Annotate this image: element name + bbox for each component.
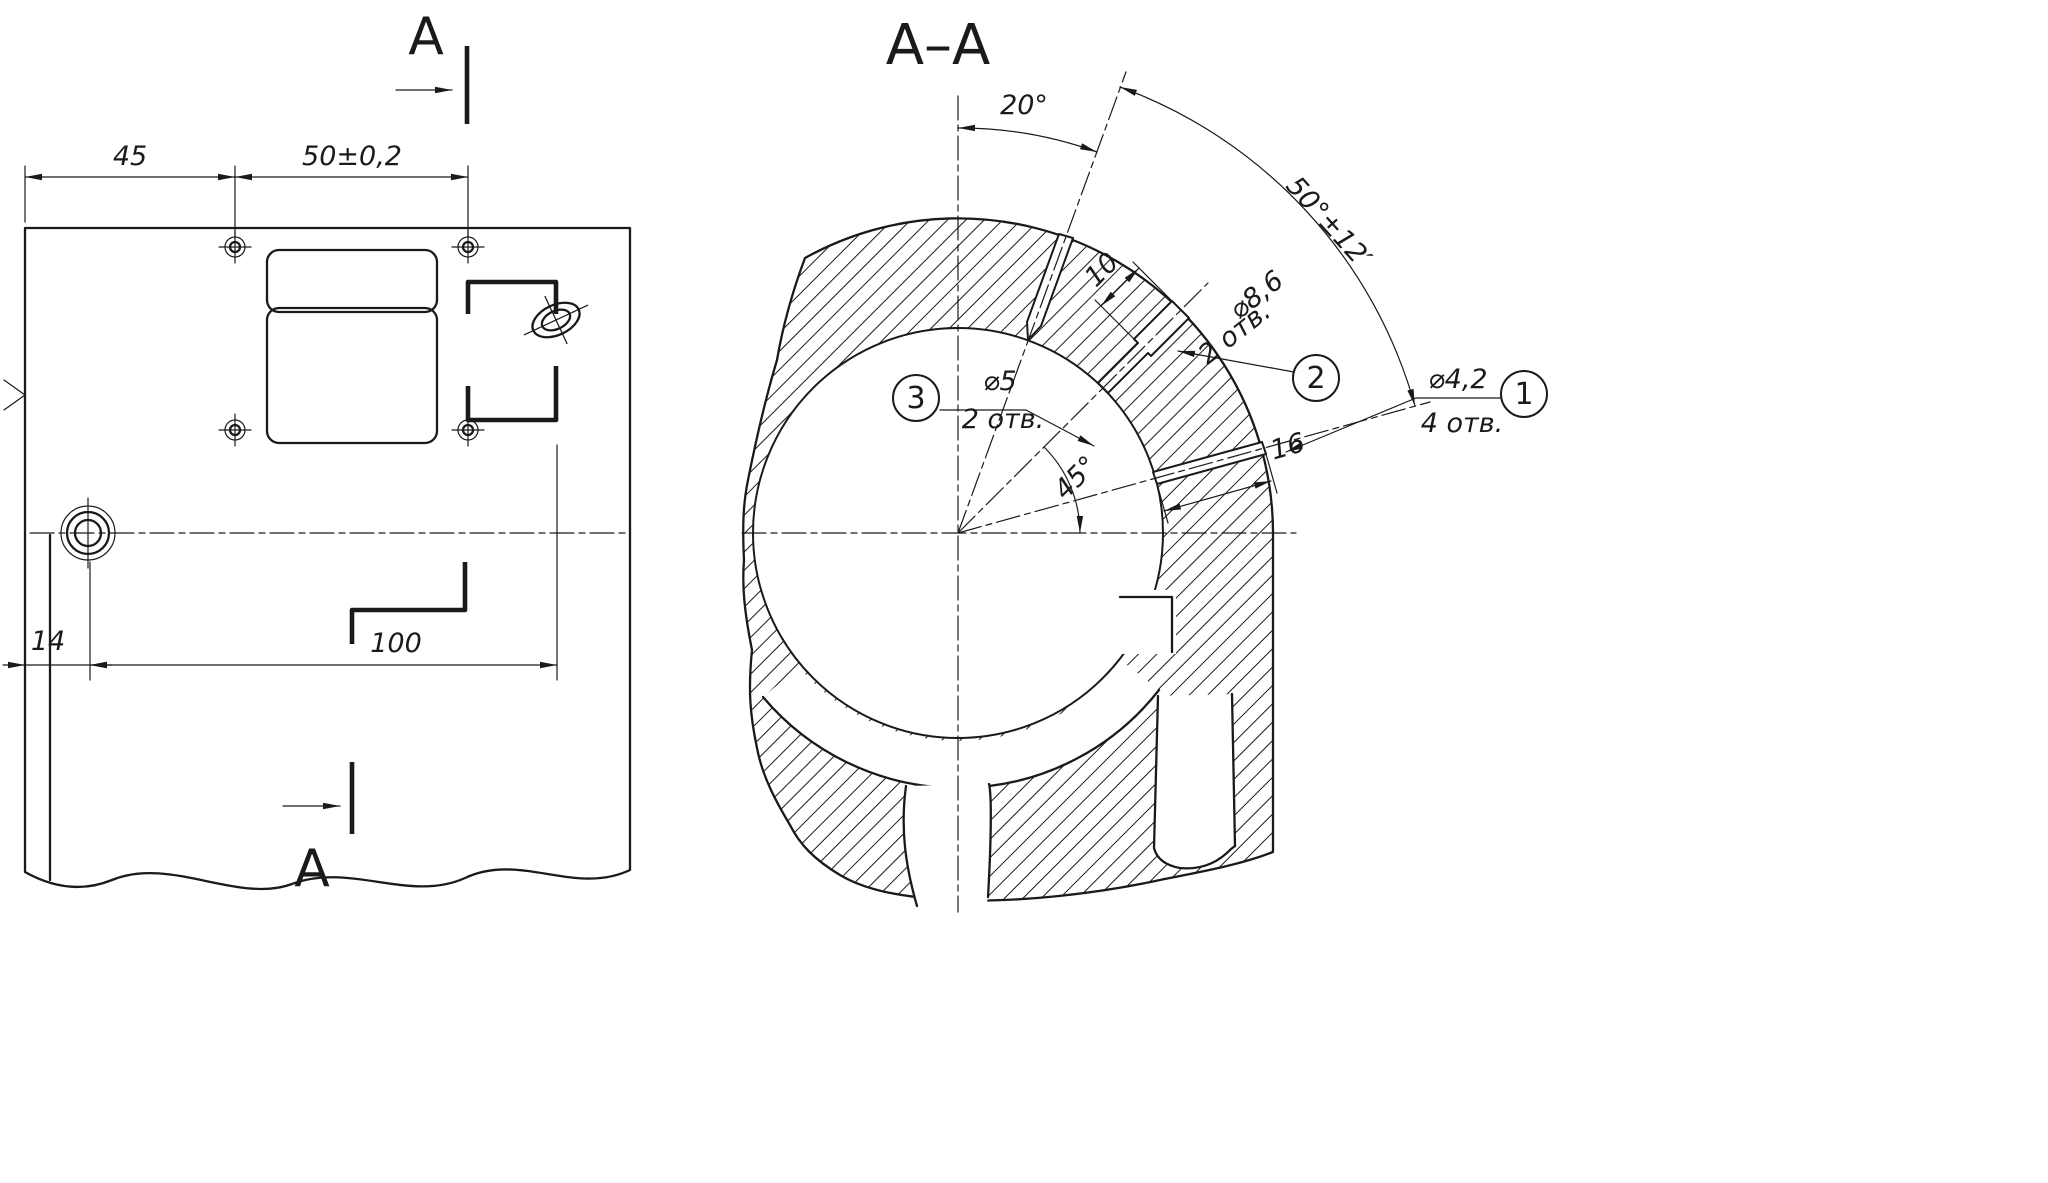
part-outline	[23, 226, 632, 891]
balloon-2-number: 2	[1306, 361, 1325, 396]
qty-5-text: 2 отв.	[962, 404, 1045, 435]
callout-hole-4-2: ⌀4,2 4 отв. 1	[1285, 364, 1548, 453]
section-title: A–A	[886, 13, 991, 78]
top-dimensions: 45 50±0,2	[24, 141, 469, 239]
balloon-3	[892, 374, 940, 422]
balloon-2	[1292, 354, 1340, 402]
balloon-3-number: 3	[906, 381, 925, 416]
section-view: A–A	[741, 13, 1548, 915]
left-view: A A 45 50±0,2 14 100	[2, 7, 632, 899]
balloon-1-number: 1	[1514, 377, 1533, 412]
dim-50: 50±0,2	[302, 141, 402, 172]
section-bracket-top	[465, 279, 559, 314]
qty-4-2-text: 4 отв.	[1421, 408, 1504, 439]
dim-45: 45	[113, 141, 147, 172]
relief-gap	[763, 661, 1159, 788]
mounting-hole	[451, 413, 485, 447]
section-letter-bottom: A	[294, 839, 330, 899]
section-bracket-mid	[465, 366, 559, 423]
bore-notch	[1118, 590, 1176, 654]
dia-5-text: ⌀5	[983, 366, 1016, 397]
section-cut-top: A	[395, 7, 470, 124]
opening-upper	[265, 248, 439, 314]
inclined-hole	[523, 295, 589, 345]
section-cut-bottom: A	[282, 762, 355, 899]
dim-100: 100	[370, 628, 422, 659]
callout-hole-5: ⌀5 2 отв. 3	[892, 366, 1095, 447]
angle-20-text: 20°	[1000, 90, 1048, 121]
section-bracket-bottom	[349, 562, 468, 644]
balloon-1	[1500, 370, 1548, 418]
dim-14: 14	[31, 626, 65, 657]
centerlines	[741, 71, 1431, 913]
opening-lower	[265, 306, 439, 445]
dim-angle-20: 20°	[957, 90, 1098, 153]
bottom-groove	[902, 782, 992, 915]
dia-4-2-text: ⌀4,2	[1428, 364, 1487, 395]
right-slot	[1152, 692, 1237, 870]
mounting-hole	[218, 413, 252, 447]
bottom-dimensions: 14 100	[2, 444, 558, 681]
surface-mark	[3, 379, 26, 411]
section-letter-top: A	[408, 7, 444, 67]
